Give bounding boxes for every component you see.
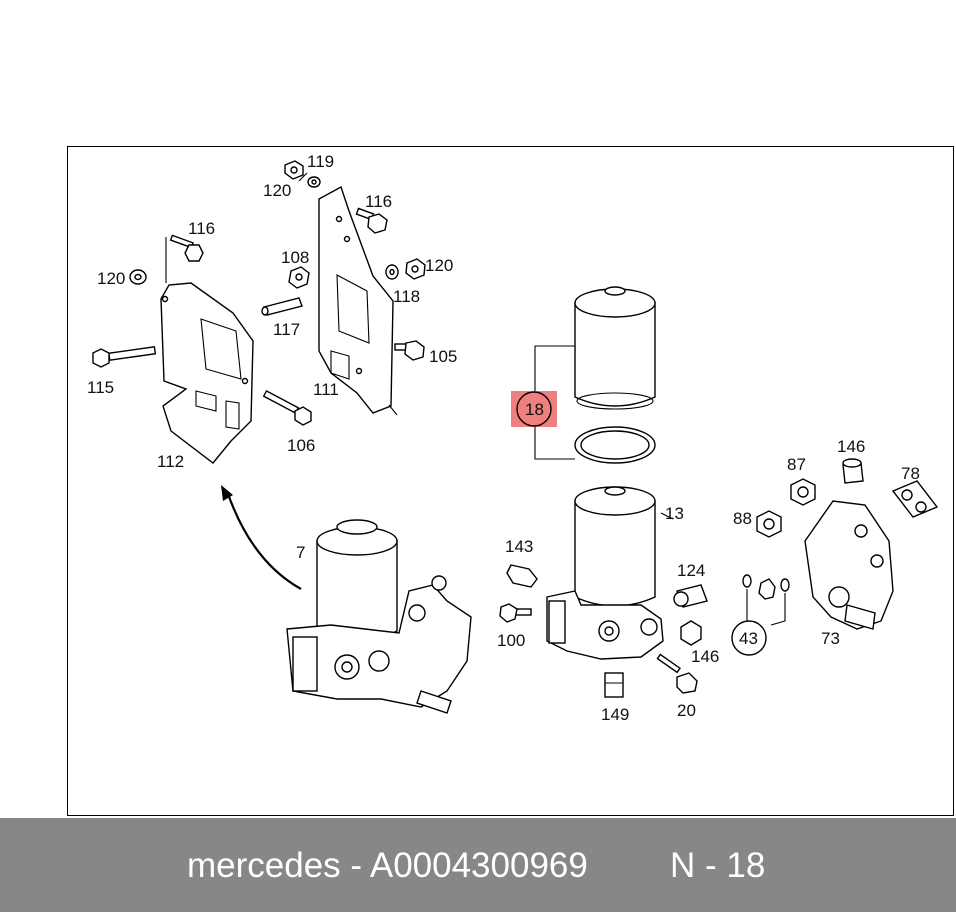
callout-111: 111 — [313, 380, 339, 399]
parts-diagram: 119 120 116 116 108 120 120 118 117 105 … — [87, 152, 939, 724]
callout-118: 118 — [393, 287, 420, 306]
callout-124: 124 — [677, 561, 705, 580]
air-dryer-assembly-7 — [286, 519, 472, 714]
plug-146-lower — [680, 620, 702, 646]
callout-115: 115 — [87, 378, 114, 397]
callout-108: 108 — [281, 248, 309, 267]
nut-120-top — [284, 160, 304, 180]
leader-lines — [298, 172, 674, 520]
diagram-frame: 119 120 116 116 108 120 120 118 117 105 … — [67, 146, 954, 816]
filter-cartridge-18 — [534, 286, 656, 464]
bolt-100 — [499, 603, 532, 623]
callout-7: 7 — [296, 543, 305, 562]
bolt-116-right — [355, 207, 388, 234]
washer-120-left — [129, 269, 147, 285]
plug-149 — [604, 672, 624, 698]
callout-146: 146 — [691, 647, 719, 666]
footer-bar — [0, 818, 956, 912]
valve-20 — [656, 653, 698, 694]
callout-13: 13 — [665, 504, 684, 523]
callout-43: 43 — [739, 629, 758, 648]
bolt-116-left — [169, 234, 204, 262]
bolt-105 — [394, 340, 425, 361]
callout-18: 18 — [525, 400, 544, 419]
callout-106: 106 — [287, 436, 315, 455]
bracket-111 — [318, 185, 398, 416]
callout-20: 20 — [677, 701, 696, 720]
callout-120: 120 — [97, 269, 125, 288]
callout-116: 116 — [365, 192, 392, 211]
footer-position: N - 18 — [670, 846, 766, 885]
callout-116: 116 — [188, 219, 215, 238]
callout-112: 112 — [157, 452, 184, 471]
washer-118 — [385, 264, 399, 280]
air-dryer-assembly-13 — [546, 486, 664, 660]
callout-146: 146 — [837, 437, 865, 456]
bolt-115 — [92, 346, 157, 368]
callout-87: 87 — [787, 455, 806, 474]
callout-149: 149 — [601, 705, 629, 724]
callout-117: 117 — [273, 320, 300, 339]
fitting-124 — [673, 584, 708, 608]
nut-88 — [756, 510, 782, 538]
callout-88: 88 — [733, 509, 752, 528]
gasket-78 — [891, 480, 939, 518]
footer-part-number: mercedes - A0004300969 — [187, 846, 588, 885]
callout-120: 120 — [425, 256, 453, 275]
callout-73: 73 — [821, 629, 840, 648]
bracket-112 — [160, 237, 254, 464]
nut-120-right — [405, 258, 426, 280]
nut-87 — [790, 478, 816, 506]
callout-105: 105 — [429, 347, 457, 366]
nut-108 — [288, 266, 310, 289]
callout-119: 119 — [307, 152, 334, 171]
washer-119 — [307, 176, 321, 188]
spacer-117 — [261, 297, 303, 316]
plug-143 — [506, 564, 538, 588]
callout-120: 120 — [263, 181, 291, 200]
callout-143: 143 — [505, 537, 533, 556]
callout-78: 78 — [901, 464, 920, 483]
plug-146-top — [842, 458, 864, 484]
seal-kit-43 — [731, 574, 790, 656]
callout-100: 100 — [497, 631, 525, 650]
bolt-106 — [262, 389, 312, 426]
callout-labels: 119 120 116 116 108 120 120 118 117 105 … — [87, 152, 920, 724]
arrow-7-to-112 — [221, 485, 302, 590]
housing-73 — [804, 500, 894, 630]
